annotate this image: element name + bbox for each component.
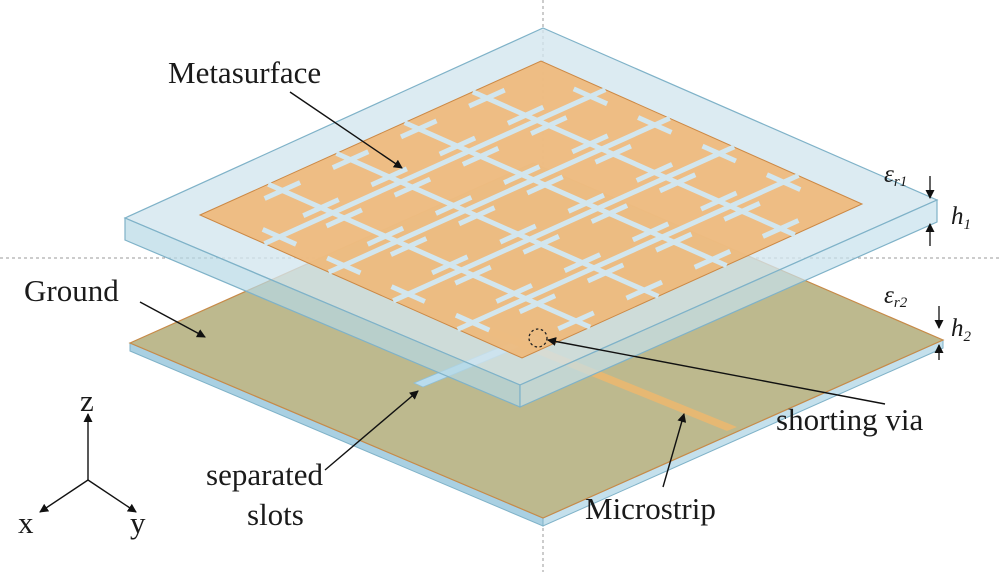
symbol-h2: h2: [951, 315, 972, 345]
axis-label-x: x: [18, 505, 34, 540]
metasurface-slot-stub: [761, 218, 800, 239]
metasurface-slot-line: [327, 115, 671, 275]
ground-leader-arrow: [139, 301, 206, 338]
metasurface-slot-stub: [331, 149, 370, 170]
metasurface-slot-stub: [631, 221, 670, 243]
shorting-via-marker: [528, 328, 548, 348]
metasurface-slot-stub: [700, 190, 738, 212]
metasurface-slot-stub: [635, 162, 674, 183]
metasurface-slot-stub: [390, 284, 426, 304]
metasurface-slot-stub: [637, 115, 673, 135]
metasurface-slot-line: [263, 87, 607, 246]
metasurface-slot-stub: [468, 87, 506, 109]
metasurface-slot-stub: [393, 176, 432, 198]
metasurface-slot-stub: [326, 255, 362, 276]
metasurface-slot-stub: [454, 312, 491, 333]
metasurface-slot-stub: [518, 293, 557, 315]
metasurface-slot-stub: [563, 252, 602, 273]
metasurface-slot-stub: [586, 262, 625, 284]
shorting-via-leader-arrow: [547, 337, 886, 405]
symbol-epsilon-r2: εr2: [884, 282, 908, 311]
metasurface-slot-stub: [366, 225, 405, 247]
metasurface-slot-stub: [590, 203, 629, 224]
symbol-epsilon-r1: εr1: [884, 161, 907, 190]
metasurface-slot-stub: [571, 133, 609, 155]
metasurface-slot-stub: [389, 236, 428, 257]
metasurface-slot-stub: [557, 310, 595, 332]
coordinate-axes: z x y: [18, 383, 146, 540]
metasurface-slot-stub: [325, 207, 363, 229]
metasurface-slot-stub: [431, 254, 469, 276]
label-separated-slots-line2: slots: [247, 497, 304, 532]
metasurface-slot-stub: [594, 143, 632, 165]
metasurface-slot-line: [456, 173, 800, 332]
metasurface-substrate-right-face: [519, 199, 938, 408]
metasurface-slot-stub: [458, 205, 496, 227]
y-axis-arrow: [87, 479, 137, 513]
metasurface-slot-stub: [522, 234, 560, 255]
label-separated-slots-line1: separated: [206, 457, 324, 492]
metasurface-slot-stub: [701, 143, 737, 164]
metasurface-slot-stub: [438, 135, 477, 157]
metasurface-slot-stub: [495, 283, 533, 304]
metasurface-slot-stub: [526, 174, 564, 196]
metasurface-slot-stub: [261, 227, 298, 247]
metasurface-slot-stub: [399, 118, 438, 140]
metasurface-slot-stub: [693, 249, 732, 270]
metasurface-slot-stub: [765, 172, 802, 192]
metasurface-slot-stub: [572, 86, 609, 107]
label-microstrip: Microstrip: [585, 491, 716, 526]
metasurface-copper-layer: [198, 60, 864, 359]
metasurface-leader-arrow: [289, 91, 403, 169]
metasurface-slot-stub: [567, 192, 605, 214]
metasurface-slot-stub: [625, 279, 664, 301]
separated-slots-leader-arrow: [324, 390, 419, 471]
microstrip-leader-arrow: [662, 413, 687, 488]
label-metasurface: Metasurface: [168, 55, 321, 90]
metasurface-substrate: [123, 27, 939, 408]
metasurface-slot-stub: [530, 115, 568, 136]
symbol-h1: h1: [951, 203, 971, 233]
metasurface-slot-stub: [499, 223, 537, 245]
label-ground: Ground: [24, 273, 119, 308]
x-axis-arrow: [39, 479, 89, 513]
metasurface-slot-stub: [723, 201, 761, 222]
metasurface-slot-stub: [263, 180, 302, 201]
metasurface-slot-stub: [302, 197, 340, 218]
metasurface-slot-stub: [658, 172, 697, 194]
metasurface-slot-stub: [503, 164, 541, 185]
metasurface-slot-stub: [370, 166, 408, 188]
metasurface-cross-slots: [261, 86, 802, 333]
metasurface-slot-stub: [506, 104, 545, 126]
metasurface-slot-line: [392, 144, 736, 304]
label-shorting-via: shorting via: [776, 402, 923, 437]
metasurface-slot-stub: [655, 231, 693, 253]
metasurface-slot-stub: [454, 264, 492, 286]
metasurface-slot-stub: [434, 195, 473, 216]
metasurface-slot-stub: [461, 146, 500, 167]
axis-label-y: y: [130, 505, 146, 540]
axis-label-z: z: [80, 383, 94, 418]
